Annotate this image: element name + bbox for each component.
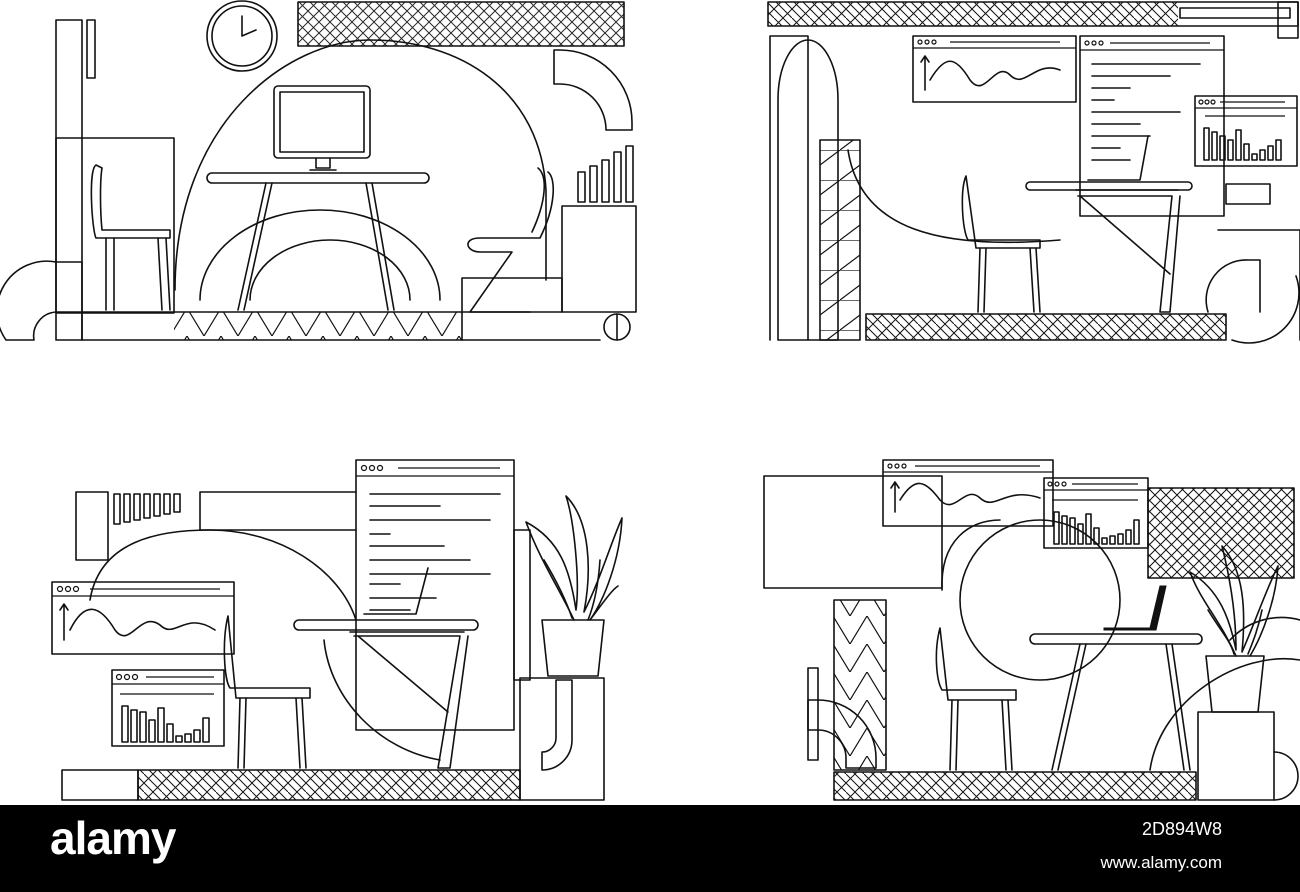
alamy-logo: alamy (50, 812, 176, 864)
desk (294, 620, 478, 630)
wall-panel (56, 138, 174, 313)
chair (936, 628, 1016, 700)
panel-top-right (768, 2, 1300, 343)
site-url: www.alamy.com (1100, 853, 1222, 872)
floor-curve (0, 261, 82, 340)
panel-bottom-left (52, 460, 622, 800)
browser-window-bar-chart (1195, 96, 1297, 166)
panel-top-left (0, 1, 636, 340)
browser-window-line-chart (883, 460, 1053, 526)
cabinet (1198, 712, 1274, 800)
standing-desk (1026, 182, 1192, 190)
browser-window-bar-chart (112, 670, 224, 746)
browser-window-line-chart (52, 582, 234, 654)
panel-bottom-right (764, 460, 1300, 800)
laptop (1088, 136, 1148, 180)
office-chair (468, 172, 553, 312)
desktop-monitor (274, 86, 370, 158)
arch-backdrop (175, 40, 546, 290)
wall-clock-icon (207, 1, 277, 71)
browser-window-line-chart (913, 36, 1076, 102)
browser-window-code (356, 460, 514, 730)
chair (91, 165, 170, 238)
cabinet (520, 678, 604, 800)
round-backdrop (960, 520, 1120, 680)
browser-window-code (1080, 36, 1224, 216)
image-id: 2D894W8 (1141, 819, 1222, 839)
wall-pillar (56, 20, 82, 340)
desk-top (207, 173, 429, 183)
browser-window-bar-chart (1044, 478, 1148, 548)
office-workspaces-illustration (0, 0, 1300, 805)
chair (224, 616, 310, 698)
laptop (364, 568, 428, 614)
desk (1030, 634, 1202, 644)
bar-chart-icon (578, 146, 633, 202)
potted-plant (526, 496, 622, 676)
cabinet (562, 206, 636, 312)
laptop (1104, 586, 1166, 630)
wall-panel (76, 492, 108, 560)
chair (962, 176, 1040, 248)
wall-board (764, 476, 942, 588)
corner-arc (554, 50, 632, 130)
bar-pattern (114, 494, 180, 524)
watermark-footer: alamy 2D894W8 www.alamy.com (0, 805, 1300, 892)
wall-pillar (770, 36, 808, 340)
